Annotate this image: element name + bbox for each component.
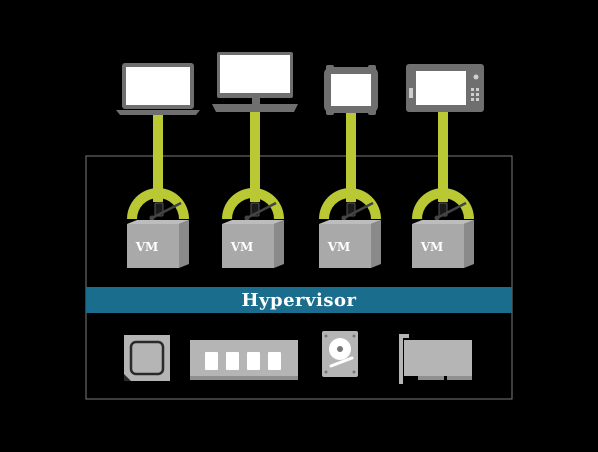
connector-link	[346, 113, 356, 202]
laptop-icon	[116, 63, 200, 115]
vm-label: VM	[327, 240, 351, 254]
vm-label: VM	[135, 240, 159, 254]
rugged-tablet-icon	[324, 65, 378, 115]
vm-box: VM	[127, 220, 189, 268]
host-frame	[85, 155, 513, 400]
connector-link	[153, 115, 163, 202]
memory-module-icon	[190, 340, 298, 380]
hypervisor-label: Hypervisor	[242, 290, 357, 311]
vm-box: VM	[222, 220, 284, 268]
hypervisor-bar	[86, 287, 512, 313]
gauge-icon	[222, 188, 284, 221]
expansion-card-icon	[399, 334, 472, 384]
vm-box: VM	[319, 220, 381, 268]
desktop-monitor-icon	[212, 52, 298, 112]
vm-box: VM	[412, 220, 474, 268]
cpu-icon	[124, 335, 170, 381]
connector-link	[250, 112, 260, 202]
vm-label: VM	[230, 240, 254, 254]
industrial-panel-icon	[406, 64, 484, 112]
gauge-icon	[127, 188, 189, 221]
gauge-icon	[412, 188, 474, 221]
hard-drive-icon	[322, 331, 358, 377]
gauge-icon	[319, 188, 381, 221]
vm-label: VM	[420, 240, 444, 254]
connector-link	[438, 112, 448, 202]
